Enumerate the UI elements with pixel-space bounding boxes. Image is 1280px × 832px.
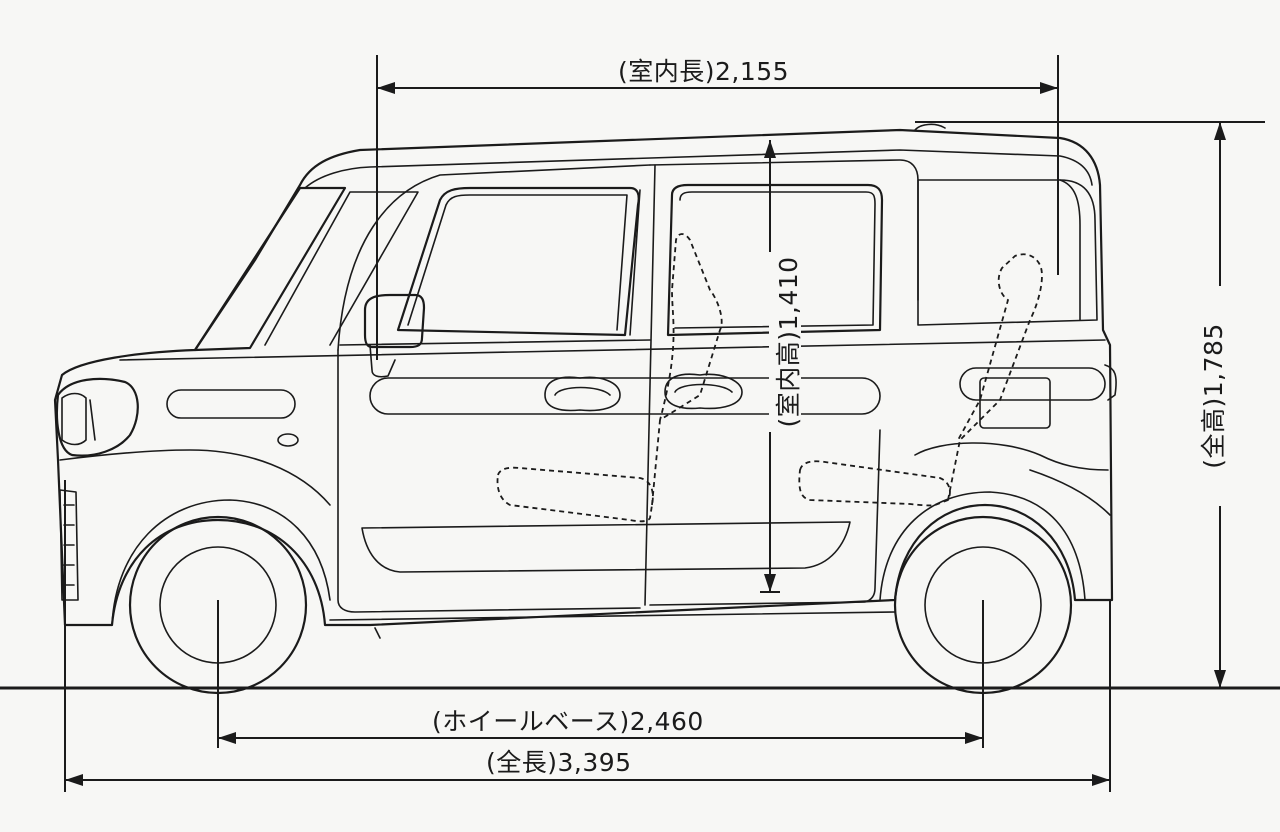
dimension-overall-length-line <box>64 480 1111 792</box>
car-body-outline <box>53 123 1117 639</box>
label-overall-height: (全高)1,785 <box>1194 286 1228 506</box>
label-wheelbase: (ホイールベース)2,460 <box>432 707 704 736</box>
label-interior-height: (室内高)1,410 <box>769 252 803 432</box>
label-overall-length: (全長)3,395 <box>486 748 632 777</box>
front-wheel <box>111 499 331 695</box>
seat-outlines-dashed <box>496 233 1043 523</box>
label-interior-length: (室内長)2,155 <box>618 57 790 86</box>
dimension-interior-length-line <box>376 55 1059 360</box>
dimension-wheelbase-line <box>217 600 984 748</box>
